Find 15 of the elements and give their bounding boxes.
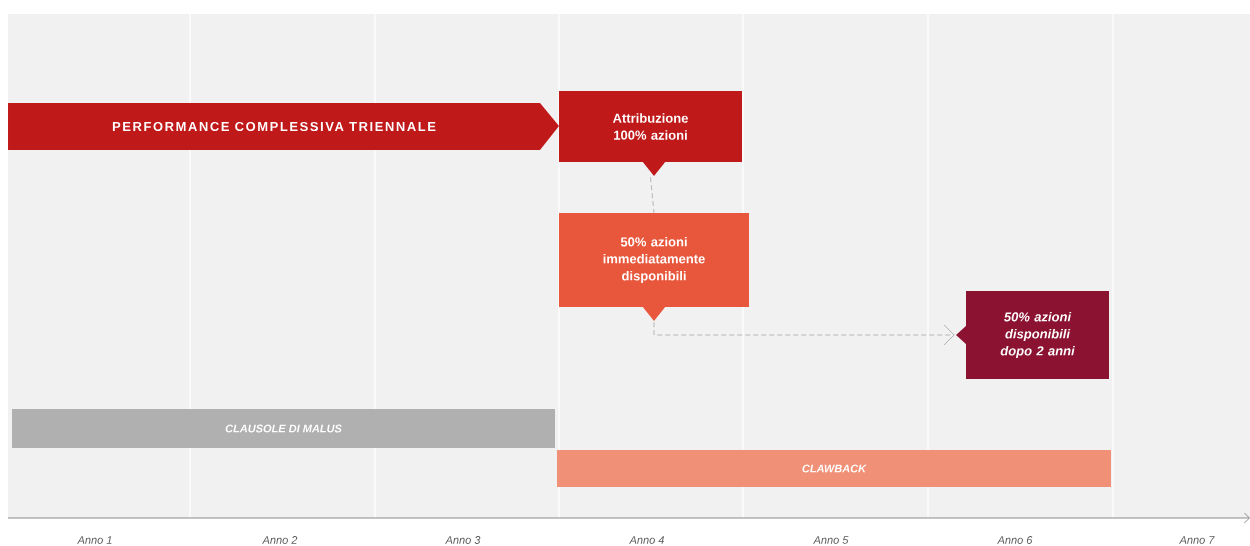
axis-label: Anno 7 [1179, 536, 1215, 544]
axis-label: Anno 2 [262, 536, 298, 544]
period-bar: CLAUSOLE DI MALUS [12, 409, 555, 448]
period-bar: CLAWBACK [557, 450, 1111, 487]
arrow-banner: PERFORMANCE COMPLESSIVA TRIENNALE [8, 103, 559, 150]
callout-box: Attribuzione 100% azioni [559, 91, 742, 176]
axis-label: Anno 4 [629, 536, 664, 544]
callout-box: 50% azioni immediatamente disponibili [559, 213, 749, 321]
callout-box: 50% azioni disponibili dopo 2 anni [956, 291, 1109, 379]
axis-label: Anno 6 [997, 536, 1033, 544]
axis-label: Anno 5 [813, 536, 849, 544]
connector [650, 176, 655, 214]
connector [653, 321, 955, 346]
axis-label: Anno 3 [445, 536, 481, 544]
axis-label: Anno 1 [77, 536, 112, 544]
